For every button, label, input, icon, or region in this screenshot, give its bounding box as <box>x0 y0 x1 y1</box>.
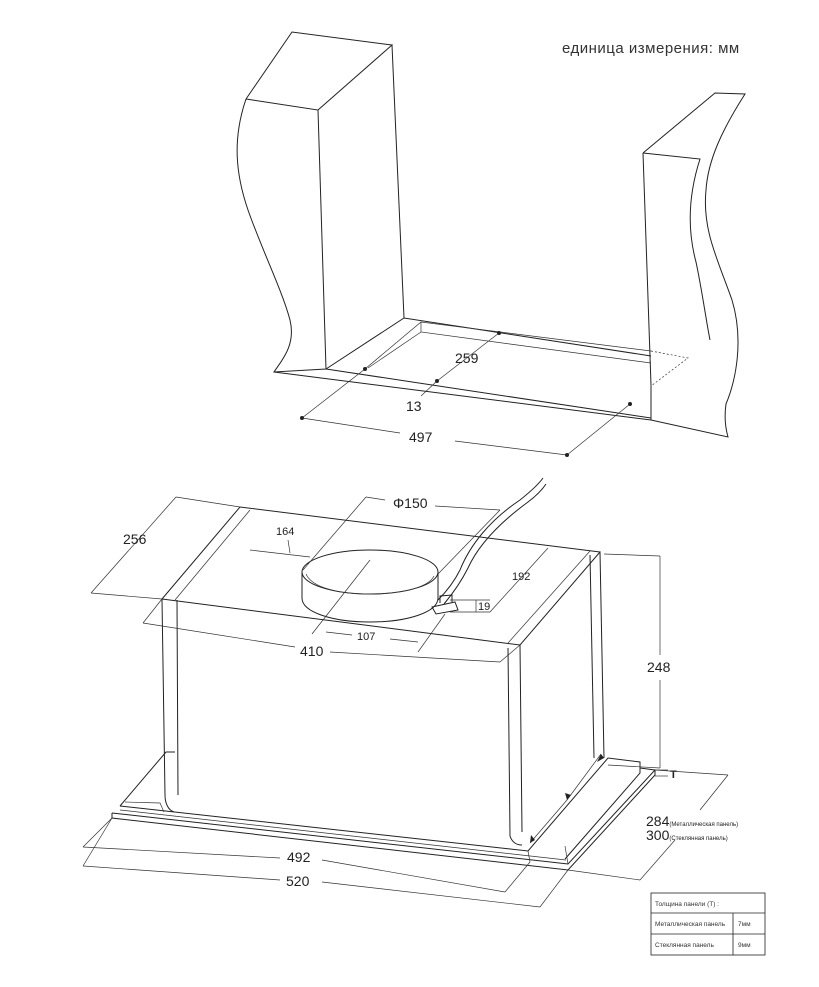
duct-collar <box>301 549 439 623</box>
dim-13: 13 <box>406 398 422 414</box>
cabinet-niche <box>236 31 746 438</box>
dim-19: 19 <box>478 601 490 613</box>
table-row-label: Стеклянная панель <box>655 942 714 949</box>
panel-thickness-mark: T <box>670 769 677 781</box>
dim-492: 492 <box>287 849 311 865</box>
dim-164: 164 <box>276 526 294 538</box>
dim-520: 520 <box>286 873 310 889</box>
power-cable <box>431 477 547 615</box>
table-header: Толщина панели (T) : <box>655 901 719 908</box>
dim-497: 497 <box>409 429 433 445</box>
dim-410: 410 <box>300 643 324 659</box>
table-row-value: 9мм <box>738 942 751 949</box>
table-row-label: Металлическая панель <box>655 921 726 928</box>
dim-diameter-150: Φ150 <box>393 495 428 511</box>
dim-259: 259 <box>455 350 479 366</box>
dim-192: 192 <box>512 571 530 583</box>
dim-256: 256 <box>123 531 147 547</box>
table-row-value: 7мм <box>738 921 751 928</box>
hood-body <box>111 506 657 871</box>
dim-107: 107 <box>357 631 375 643</box>
dim-248: 248 <box>647 659 671 675</box>
hood-dimensions: 256 Φ150 164 192 19 107 410 <box>82 495 738 908</box>
panel-thickness-table: Толщина панели (T) : Металлическая панел… <box>650 892 766 956</box>
niche-dimensions: 259 13 497 <box>300 331 632 457</box>
depth-metal: 284(Металлическая панель) <box>646 813 738 829</box>
unit-note: единица измерения: мм <box>562 40 740 57</box>
depth-glass: 300(Стеклянная панель) <box>646 827 728 843</box>
